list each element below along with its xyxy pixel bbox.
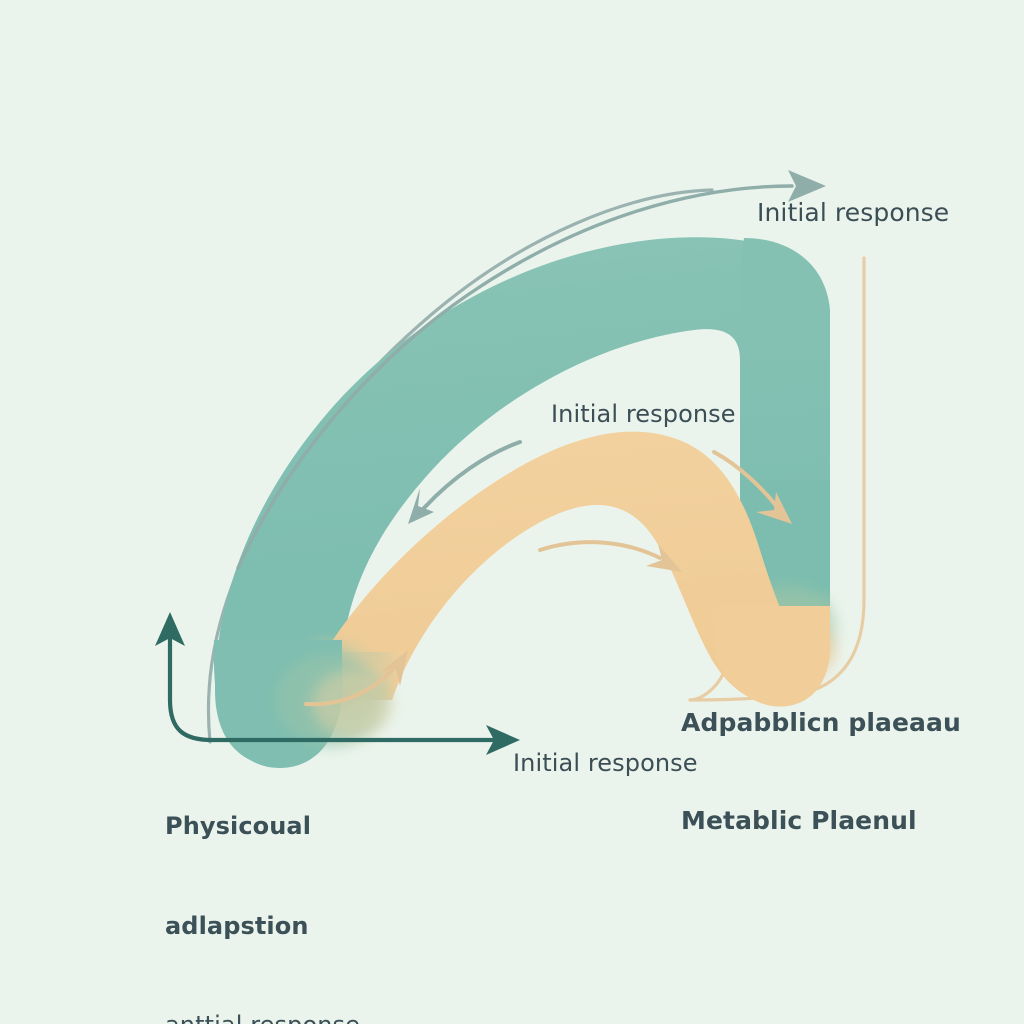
arrow-right-icon	[788, 170, 826, 202]
tan-mid-right-arrow	[538, 540, 682, 572]
label-physical-line-1: Physicoual	[165, 812, 312, 841]
label-initial-response-mid: Initial response	[551, 400, 736, 428]
label-physical-line-2: adlapstion	[165, 911, 309, 940]
label-physical-adaptation: Physicoual adlapstion anttial response	[165, 744, 360, 1024]
teal-down-left-arrow	[408, 440, 522, 524]
tan-down-right-arrow	[712, 450, 792, 524]
arrow-up-right-icon	[380, 650, 408, 686]
axis-lines	[155, 612, 520, 755]
arrow-down-right-icon	[756, 492, 792, 524]
arrow-right-icon	[486, 725, 520, 755]
top-curved-arrow	[236, 170, 826, 570]
label-physical-line-3: anttial response	[165, 1009, 360, 1024]
arrow-up-icon	[155, 612, 185, 646]
arrow-down-left-icon	[408, 488, 434, 524]
label-plateau-line-2: Metablic Plaenul	[681, 805, 917, 835]
label-adaptation-plateau: Adpabblicn plaeaau Metablic Plaenul	[681, 642, 961, 902]
label-plateau-line-1: Adpabblicn plaeaau	[681, 708, 961, 737]
label-initial-response-top: Initial response	[757, 198, 950, 227]
teal-band-left-cap	[214, 640, 392, 768]
arrow-right-icon	[646, 544, 682, 572]
tan-rising-arrow	[304, 650, 408, 707]
label-initial-response-axis: Initial response	[513, 749, 698, 777]
